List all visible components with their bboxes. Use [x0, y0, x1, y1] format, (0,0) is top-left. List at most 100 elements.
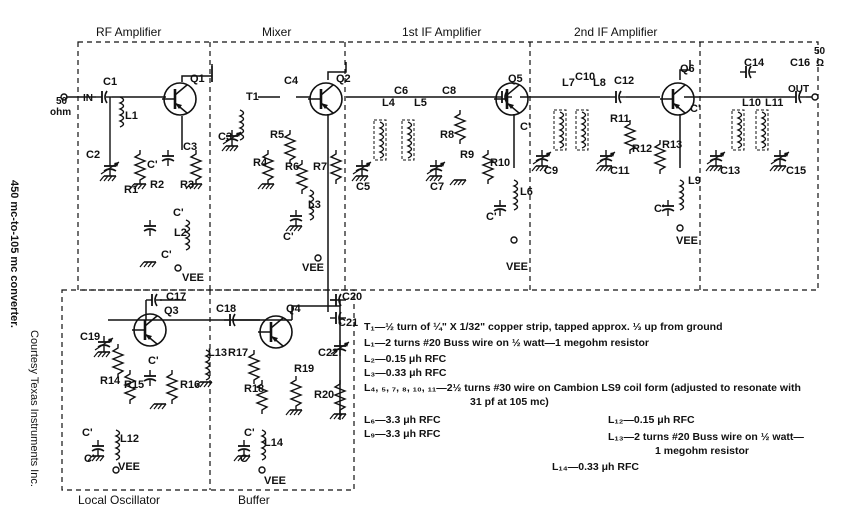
label-cprime-1: C' — [147, 159, 158, 171]
label-r11: R11 — [610, 113, 630, 125]
note-l2: L₂—0.15 μh RFC — [364, 353, 447, 365]
label-c19: C19 — [80, 331, 100, 343]
section-mixer: Mixer — [262, 25, 291, 39]
label-vee-6: VEE — [264, 475, 286, 487]
label-c8: C8 — [442, 85, 456, 97]
section-local-oscillator: Local Oscillator — [78, 493, 160, 507]
label-c4: C4 — [284, 75, 299, 87]
label-l3: L3 — [308, 199, 321, 211]
note-l4: L₄, ₅, ₇, ₈, ₁₀, ₁₁—2½ turns #30 wire on… — [364, 382, 801, 394]
label-c3: C3 — [183, 141, 197, 153]
label-vee-1: VEE — [182, 272, 204, 284]
label-l5: L5 — [414, 97, 427, 109]
label-cprime-5: C' — [520, 121, 531, 133]
section-2nd-if-amplifier: 2nd IF Amplifier — [574, 25, 657, 39]
label-r8: R8 — [440, 129, 454, 141]
label-r15: R15 — [124, 379, 144, 391]
note-l3: L₃—0.33 μh RFC — [364, 367, 447, 379]
label-l10: L10 — [742, 97, 761, 109]
input-impedance-unit: ohm — [50, 107, 71, 118]
input-impedance: 50 — [56, 96, 68, 107]
label-r6: R6 — [285, 161, 299, 173]
label-q3: Q3 — [164, 305, 179, 317]
label-c11: C11 — [610, 165, 630, 177]
label-r2: R2 — [150, 179, 164, 191]
label-cprime-11: C' — [84, 453, 95, 465]
label-l9: L9 — [688, 175, 701, 187]
label-l8: L8 — [593, 77, 606, 89]
label-q2: Q2 — [336, 73, 351, 85]
oscillator-buffer-stage — [87, 293, 349, 474]
label-vee-2: VEE — [302, 262, 324, 274]
label-cprime-2: C' — [173, 207, 184, 219]
label-r10: R10 — [490, 157, 510, 169]
output-terminal — [811, 93, 819, 101]
label-c18: C18 — [216, 303, 236, 315]
label-q6: Q6 — [680, 63, 695, 75]
label-r7: R7 — [313, 161, 327, 173]
output-impedance-unit: Ω — [816, 58, 824, 69]
label-c2: C2 — [86, 149, 100, 161]
label-r18: R18 — [244, 383, 264, 395]
label-r19: R19 — [294, 363, 314, 375]
note-l14: L₁₄—0.33 μh RFC — [552, 461, 639, 473]
note-l12: L₁₂—0.15 μh RFC — [608, 414, 695, 426]
first-if-stage — [351, 81, 530, 244]
label-l13: L13 — [208, 347, 227, 359]
label-cprime-12: C' — [244, 427, 255, 439]
label-r1: R1 — [124, 184, 138, 196]
input-label: IN — [83, 93, 93, 104]
note-t1: T₁—½ turn of ¼" X 1/32" copper strip, ta… — [364, 321, 723, 333]
label-l14: L14 — [264, 437, 284, 449]
label-vee-3: VEE — [506, 261, 528, 273]
label-c3b: C3 — [218, 131, 232, 143]
label-l12: L12 — [120, 433, 139, 445]
label-cprime-8: C' — [654, 203, 665, 215]
label-c20: C20 — [342, 291, 362, 303]
label-l6: L6 — [520, 186, 533, 198]
label-r9: R9 — [460, 149, 474, 161]
credit-line: Courtesy Texas Instruments Inc. — [28, 330, 40, 487]
label-c5: C5 — [356, 181, 370, 193]
label-r13: R13 — [662, 139, 682, 151]
label-r4: R4 — [253, 157, 268, 169]
section-buffer: Buffer — [238, 493, 270, 507]
label-q1: Q1 — [190, 73, 205, 85]
label-c22: C22 — [318, 347, 338, 359]
label-l11: L11 — [765, 97, 783, 109]
label-cprime-3: C' — [161, 249, 172, 261]
label-cprime-10: C' — [82, 427, 93, 439]
note-l13: L₁₃—2 turns #20 Buss wire on ½ watt— — [608, 431, 804, 443]
note-l1: L₁—2 turns #20 Buss wire on ½ watt—1 meg… — [364, 337, 650, 349]
label-c6: C6 — [394, 85, 408, 97]
rf-amplifier-stage — [60, 81, 203, 272]
component-labels: C1 Q1 L1 C2 C' C3 R1 R2 R3 C' L2 C' VEE … — [80, 57, 810, 487]
note-l13-cont: 1 megohm resistor — [655, 445, 749, 457]
label-c9: C9 — [544, 165, 558, 177]
label-l7: L7 — [562, 77, 575, 89]
label-q4: Q4 — [286, 303, 302, 315]
label-c10: C10 — [575, 71, 595, 83]
label-r3: R3 — [180, 179, 194, 191]
label-l2: L2 — [174, 227, 187, 239]
label-r14: R14 — [100, 375, 121, 387]
label-c17: C17 — [166, 291, 186, 303]
label-cprime-9: C' — [148, 355, 159, 367]
diagram-side-title: 450 mc-to-105 mc converter. — [8, 180, 20, 328]
input-terminal — [60, 93, 68, 101]
label-cprime-4: C' — [283, 231, 294, 243]
label-c14: C14 — [744, 57, 765, 69]
label-vee-4: VEE — [676, 235, 698, 247]
section-boundaries — [61, 41, 819, 491]
label-r17: R17 — [228, 347, 248, 359]
label-c15: C15 — [786, 165, 806, 177]
label-cprime-7: C' — [690, 103, 701, 115]
label-cprime-6: C' — [486, 211, 497, 223]
section-rf-amplifier: RF Amplifier — [96, 25, 161, 39]
note-l9: L₉—3.3 μh RFC — [364, 428, 441, 440]
label-r5: R5 — [270, 129, 284, 141]
section-1st-if-amplifier: 1st IF Amplifier — [402, 25, 481, 39]
label-c12: C12 — [614, 75, 634, 87]
label-l1: L1 — [125, 110, 138, 122]
